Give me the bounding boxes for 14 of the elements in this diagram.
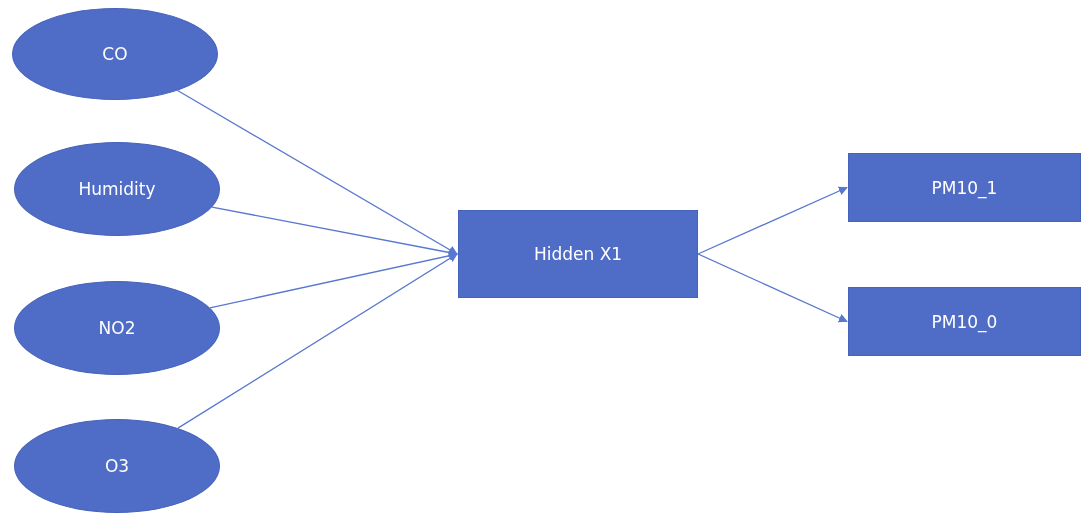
arrow bbox=[177, 89, 458, 255]
arrow bbox=[177, 253, 458, 429]
node-label: Hidden X1 bbox=[533, 244, 623, 264]
process-box bbox=[848, 287, 1081, 356]
node-label: O3 bbox=[104, 456, 130, 476]
arrow bbox=[697, 186, 848, 255]
process-box bbox=[848, 153, 1081, 222]
node-label: PM10_0 bbox=[931, 311, 998, 332]
process-box bbox=[458, 210, 698, 298]
node-label: NO2 bbox=[98, 318, 136, 338]
node-label: PM10_1 bbox=[931, 177, 998, 198]
node-label: CO bbox=[102, 44, 128, 64]
node-label: Humidity bbox=[78, 179, 156, 199]
arrow bbox=[697, 253, 848, 323]
